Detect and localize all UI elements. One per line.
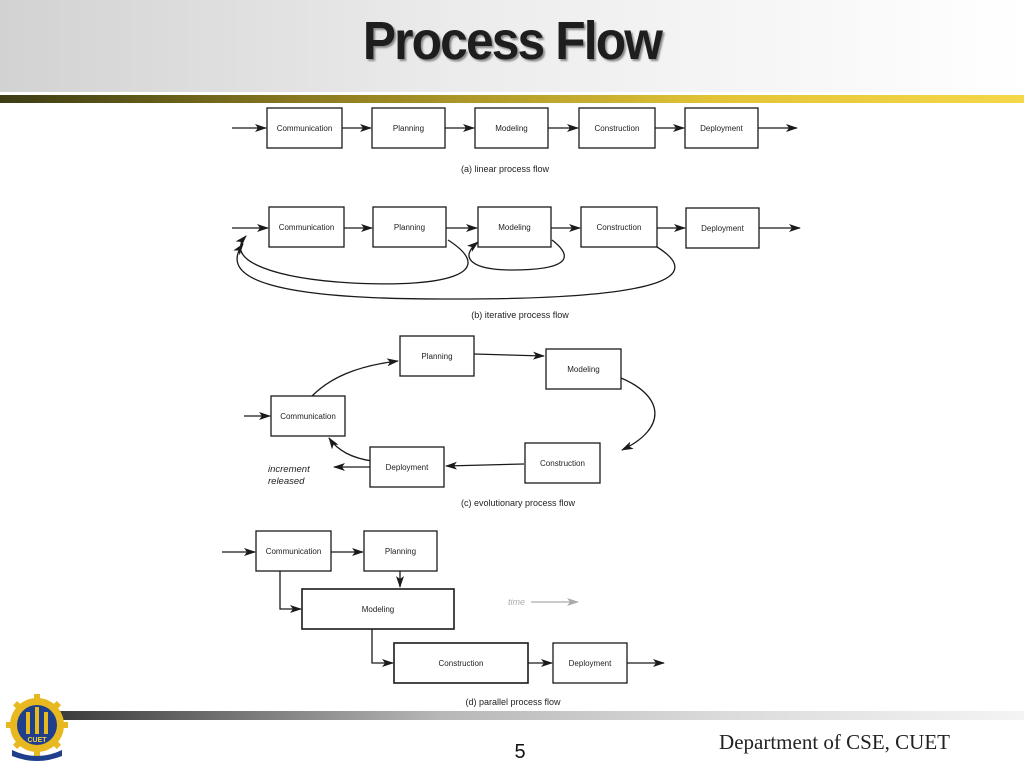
iterative-deployment-box: [685, 207, 760, 249]
iterative-construction-box: [580, 206, 658, 248]
parallel-communication-box: [255, 530, 332, 572]
iterative-process-flow: [232, 206, 801, 300]
evolutionary-arrow-to-construction: [620, 377, 656, 451]
cuet-logo-icon: CUET: [6, 694, 68, 761]
evolutionary-arrow-to-modeling: [473, 351, 545, 360]
iterative-modeling-label: Modeling: [498, 223, 530, 232]
iterative-planning-label: Planning: [394, 223, 425, 232]
linear-communication-label: Communication: [277, 124, 333, 133]
iterative-communication-label: Communication: [279, 223, 335, 232]
time-label: time: [508, 597, 525, 607]
evolutionary-communication-box: [270, 395, 346, 437]
evolutionary-modeling-box: [545, 348, 622, 390]
iterative-loop-modeling: [466, 239, 565, 271]
evolutionary-construction-label: Construction: [540, 459, 585, 468]
linear-deployment-label: Deployment: [700, 124, 743, 133]
footer-divider-bar: [55, 711, 1024, 720]
parallel-arrow-to-construction: [371, 629, 394, 667]
linear-construction-label: Construction: [595, 124, 640, 133]
evolutionary-process-flow: [244, 335, 656, 488]
caption-evolutionary: (c) evolutionary process flow: [461, 498, 576, 508]
linear-planning-label: Planning: [393, 124, 424, 133]
evolutionary-communication-label: Communication: [280, 412, 336, 421]
evolutionary-arrow-to-deployment: [445, 461, 525, 470]
iterative-planning-box: [372, 206, 447, 248]
parallel-arrow-comm-to-modeling: [279, 571, 302, 613]
linear-modeling-label: Modeling: [495, 124, 527, 133]
linear-communication-box: [266, 107, 343, 149]
page-number: 5: [514, 741, 526, 763]
title-divider-bar: [0, 95, 1024, 103]
caption-iterative: (b) iterative process flow: [471, 310, 569, 320]
increment-label: increment: [268, 464, 310, 475]
parallel-modeling-box: [301, 588, 455, 630]
linear-process-flow: [232, 107, 798, 149]
parallel-modeling-label: Modeling: [362, 605, 394, 614]
iterative-loop-planning: [235, 235, 469, 285]
evolutionary-deployment-label: Deployment: [386, 463, 429, 472]
evolutionary-arrow-to-planning: [311, 358, 399, 397]
parallel-planning-label: Planning: [385, 547, 416, 556]
parallel-construction-box: [393, 642, 529, 684]
iterative-communication-box: [268, 206, 345, 248]
parallel-construction-label: Construction: [439, 659, 484, 668]
evolutionary-arrow-to-communication: [328, 437, 373, 462]
released-label: released: [268, 476, 305, 487]
linear-planning-box: [371, 107, 446, 149]
linear-construction-box: [578, 107, 656, 149]
evolutionary-planning-box: [399, 335, 475, 377]
iterative-loop-construction: [233, 243, 676, 300]
evolutionary-deployment-box: [369, 446, 445, 488]
slide-header: [0, 0, 1024, 92]
linear-deployment-box: [684, 107, 759, 149]
caption-linear: (a) linear process flow: [461, 164, 550, 174]
parallel-communication-label: Communication: [266, 547, 322, 556]
evolutionary-construction-box: [524, 442, 601, 484]
iterative-construction-label: Construction: [597, 223, 642, 232]
iterative-modeling-box: [477, 206, 552, 248]
parallel-process-flow: [222, 530, 665, 684]
footer-department: Department of CSE, CUET: [719, 730, 950, 754]
caption-parallel: (d) parallel process flow: [465, 697, 561, 707]
parallel-deployment-label: Deployment: [569, 659, 612, 668]
slide-title: Process Flow: [362, 11, 663, 71]
evolutionary-planning-label: Planning: [421, 352, 452, 361]
logo-text: CUET: [27, 737, 47, 744]
evolutionary-modeling-label: Modeling: [567, 365, 599, 374]
iterative-deployment-label: Deployment: [701, 224, 744, 233]
